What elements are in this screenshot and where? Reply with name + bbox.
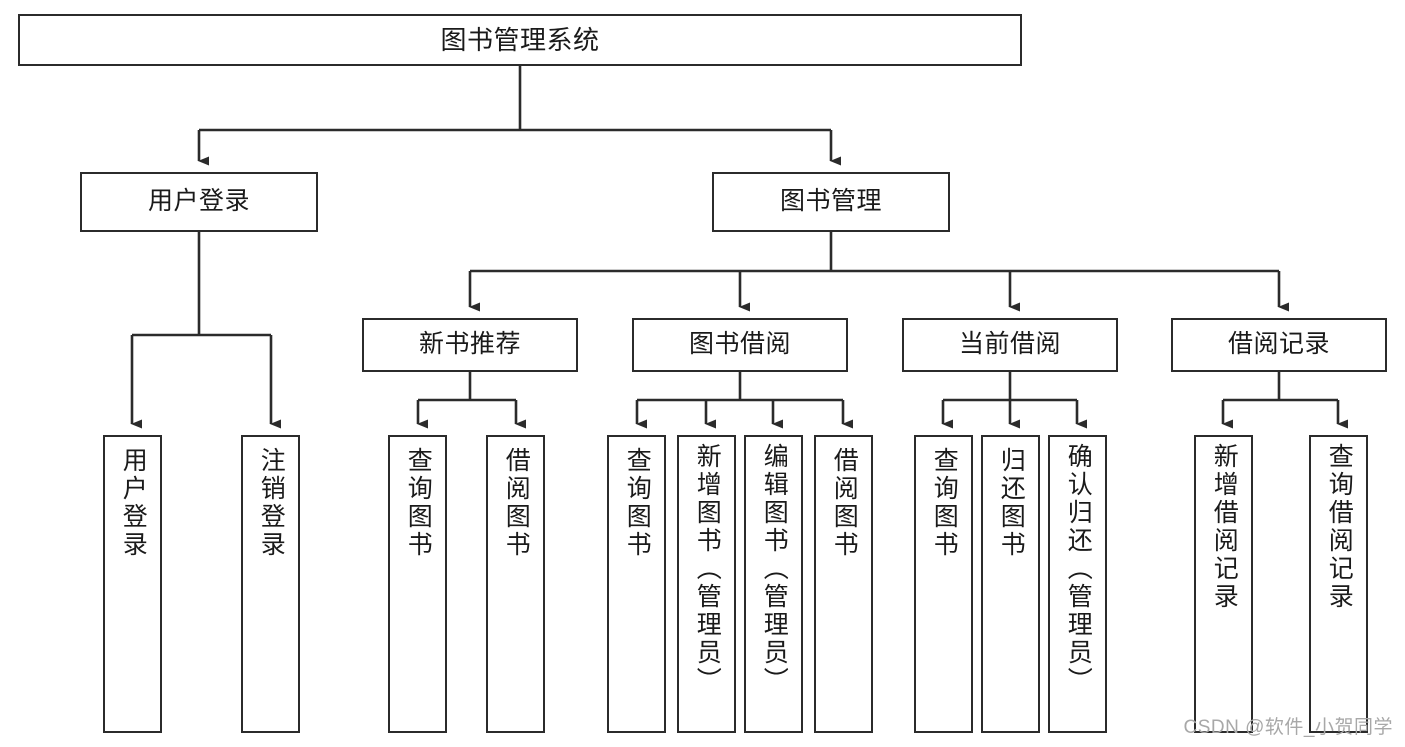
node-user-login[interactable]: 用户登录	[80, 172, 318, 232]
node-label: 查询图书	[404, 447, 433, 559]
node-label: 用户登录	[147, 187, 250, 216]
node-root-system[interactable]: 图书管理系统	[18, 14, 1022, 66]
node-label: 借阅记录	[1227, 330, 1330, 359]
node-label: 用户登录	[119, 447, 148, 559]
node-label: 查询图书	[930, 447, 959, 559]
node-book-borrow[interactable]: 图书借阅	[632, 318, 848, 372]
node-borrow-record[interactable]: 借阅记录	[1171, 318, 1387, 372]
node-leaf-query-book-2[interactable]: 查询图书	[607, 435, 666, 733]
node-label: 查询图书	[623, 447, 652, 559]
node-label: 归还图书	[997, 447, 1026, 559]
node-label: 新增借阅记录	[1210, 443, 1239, 611]
node-label: 新书推荐	[418, 330, 521, 359]
node-label: 图书管理	[779, 187, 882, 216]
node-label: 确认归还（管理员）	[1064, 443, 1093, 695]
node-label: 当前借阅	[958, 330, 1061, 359]
node-label: 借阅图书	[830, 447, 859, 559]
node-current-borrow[interactable]: 当前借阅	[902, 318, 1118, 372]
node-leaf-return-book[interactable]: 归还图书	[981, 435, 1040, 733]
node-leaf-borrow-book-2[interactable]: 借阅图书	[814, 435, 873, 733]
node-leaf-user-login[interactable]: 用户登录	[103, 435, 162, 733]
node-leaf-add-record[interactable]: 新增借阅记录	[1194, 435, 1253, 733]
node-leaf-confirm-return[interactable]: 确认归还（管理员）	[1048, 435, 1107, 733]
node-book-management[interactable]: 图书管理	[712, 172, 950, 232]
node-leaf-query-record[interactable]: 查询借阅记录	[1309, 435, 1368, 733]
node-leaf-user-logout[interactable]: 注销登录	[241, 435, 300, 733]
node-leaf-add-book[interactable]: 新增图书（管理员）	[677, 435, 736, 733]
node-label: 图书借阅	[688, 330, 791, 359]
node-label: 新增图书（管理员）	[693, 443, 722, 695]
node-label: 借阅图书	[502, 447, 531, 559]
node-label: 图书管理系统	[440, 24, 600, 55]
node-leaf-query-book-3[interactable]: 查询图书	[914, 435, 973, 733]
node-label: 注销登录	[257, 447, 286, 559]
node-label: 编辑图书（管理员）	[760, 443, 789, 695]
node-leaf-query-book-1[interactable]: 查询图书	[388, 435, 447, 733]
node-label: 查询借阅记录	[1325, 443, 1354, 611]
node-leaf-edit-book[interactable]: 编辑图书（管理员）	[744, 435, 803, 733]
node-leaf-borrow-book-1[interactable]: 借阅图书	[486, 435, 545, 733]
node-new-book-recommend[interactable]: 新书推荐	[362, 318, 578, 372]
watermark-text: CSDN @软件_小贺同学	[1183, 717, 1393, 738]
